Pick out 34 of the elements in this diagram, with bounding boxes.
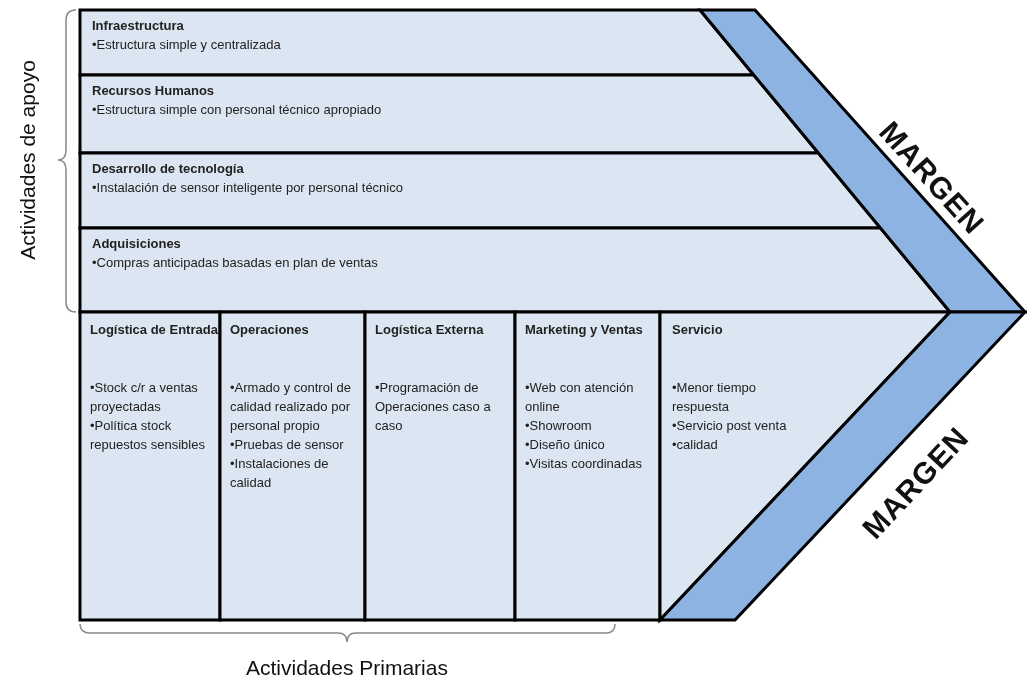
activity-heading: Marketing y Ventas (525, 321, 644, 339)
primary-activity-column (365, 312, 515, 620)
primary-activity-column (515, 312, 660, 620)
margin-band (700, 10, 1025, 312)
bullet-text: •Menor tiempo respuesta (672, 379, 758, 416)
bullet-text: •Armado y control de calidad realizado por personal propio (230, 379, 352, 435)
bullet-text: •Programación de Operaciones caso a caso (375, 379, 492, 435)
group-label: Actividades de apoyo (15, 60, 40, 260)
bullet-text: •Estructura simple y centralizada (92, 36, 282, 54)
bullet-text: •Pruebas de sensor (230, 436, 345, 454)
bullet-text: •Instalaciones de calidad (230, 455, 330, 492)
bullet-text: •Diseño único (525, 436, 606, 454)
primary-activity-column (220, 312, 365, 620)
activity-heading: Adquisiciones (92, 235, 182, 253)
primary-activity-column (80, 312, 220, 620)
bullet-text: •Web con atención online (525, 379, 635, 416)
activity-heading: Recursos Humanos (92, 82, 216, 100)
bullet-text: •Visitas coordinadas (525, 455, 644, 473)
bullet-text: •Servicio post venta (672, 417, 788, 435)
bullet-text: •Política stock repuestos sensibles (90, 417, 206, 454)
bullet-text: •calidad (672, 436, 719, 454)
bullet-text: •Estructura simple con personal técnico apropiado (92, 101, 383, 119)
bullet-text: •Stock c/r a ventas proyectadas (90, 379, 199, 416)
activity-heading: Operaciones (230, 321, 310, 339)
activity-heading: Servicio (672, 321, 724, 339)
bullet-text: •Showroom (525, 417, 593, 435)
activity-heading: Logística Externa (375, 321, 485, 339)
group-label: Actividades Primarias (246, 656, 448, 680)
activity-heading: Desarrollo de tecnología (92, 160, 245, 178)
bullet-text: •Compras anticipadas basadas en plan de ventas (92, 254, 379, 272)
activity-heading: Infraestructura (92, 17, 185, 35)
activity-heading: Logística de Entrada (90, 321, 218, 339)
bullet-text: •Instalación de sensor inteligente por personal técnico (92, 179, 404, 197)
support-activity-band (80, 10, 754, 75)
